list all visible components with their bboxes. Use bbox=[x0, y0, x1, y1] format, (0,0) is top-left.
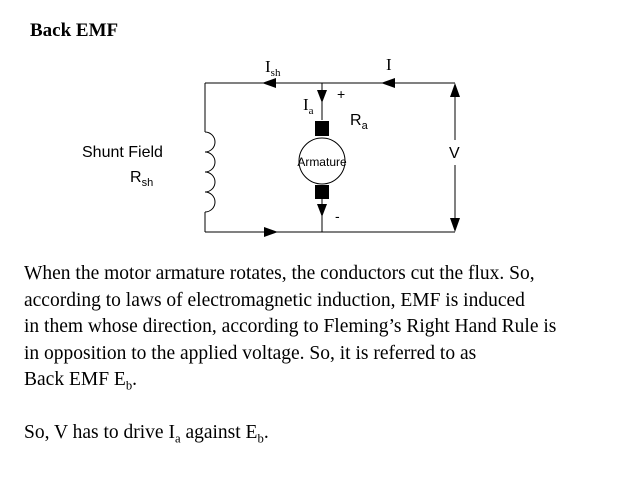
plus-sign: + bbox=[337, 86, 345, 102]
armature-current-arrow-top bbox=[317, 90, 327, 103]
text-line: So, V has to drive Ia against Eb. bbox=[24, 421, 269, 445]
shunt-current-label: Ish bbox=[265, 57, 281, 79]
text-line: according to laws of electromagnetic ind… bbox=[24, 289, 525, 311]
brush-bottom bbox=[315, 185, 329, 199]
explanation-text: When the motor armature rotates, the con… bbox=[24, 261, 624, 446]
armature-resistance-label: Ra bbox=[350, 112, 369, 132]
shunt-field-coil bbox=[204, 131, 216, 213]
text-line: When the motor armature rotates, the con… bbox=[24, 263, 535, 284]
text-line: in them whose direction, according to Fl… bbox=[24, 316, 557, 337]
line-current-label: I bbox=[386, 55, 392, 74]
shunt-field-label: Shunt Field bbox=[82, 144, 163, 161]
shunt-motor-circuit-diagram: Ish I Ia + Ra Armature - Shunt Field Rsh… bbox=[82, 55, 460, 237]
voltage-arrow-head-down bbox=[450, 218, 460, 232]
text-line: in opposition to the applied voltage. So… bbox=[24, 342, 477, 364]
armature-current-label: Ia bbox=[303, 95, 314, 117]
minus-sign: - bbox=[335, 208, 340, 224]
line-current-arrow bbox=[381, 78, 395, 88]
page-title: Back EMF bbox=[30, 20, 119, 41]
brush-top bbox=[315, 121, 329, 136]
armature-label: Armature bbox=[297, 155, 347, 169]
voltage-label: V bbox=[449, 145, 460, 162]
shunt-current-arrow bbox=[262, 78, 276, 88]
shunt-resistance-label: Rsh bbox=[130, 169, 153, 189]
bottom-current-arrow bbox=[264, 227, 278, 237]
text-line: Back EMF Eb. bbox=[24, 369, 138, 393]
armature-circle bbox=[298, 137, 346, 185]
armature-current-arrow-bottom bbox=[317, 204, 327, 217]
voltage-arrow-head-up bbox=[450, 83, 460, 97]
